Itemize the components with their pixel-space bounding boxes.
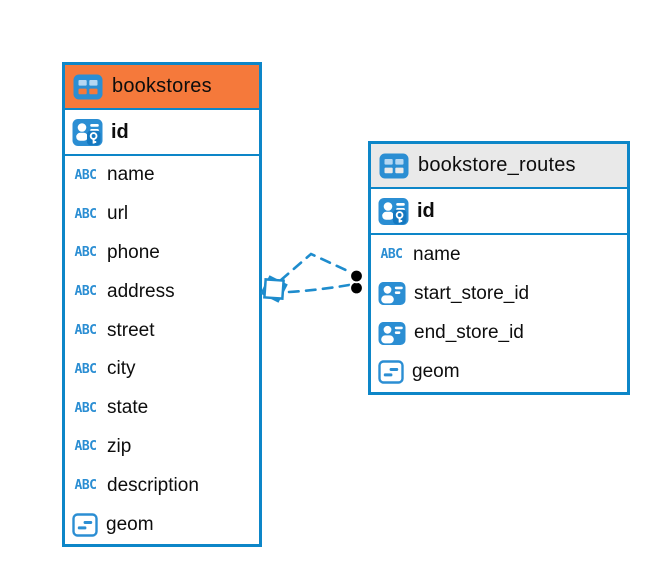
text-type-icon: ABC [74,439,97,455]
field-row[interactable]: start_store_id [371,274,627,313]
field-name: geom [412,361,460,383]
relationship-link[interactable] [287,283,351,294]
field-name: id [111,120,129,143]
table-title: bookstore_routes [418,154,576,176]
table-bookstore-routes[interactable]: bookstore_routes id ABC [368,141,630,395]
field-name: id [417,199,435,222]
field-row[interactable]: ABC zip [65,428,259,467]
primary-key-row[interactable]: id [65,110,259,156]
table-grid-icon [73,74,103,100]
field-row[interactable]: ABC phone [65,234,259,273]
field-name: street [107,319,155,341]
table-body: ABC name start_store_id [371,235,627,392]
field-row[interactable]: ABC street [65,311,259,350]
table-bookstores[interactable]: bookstores id ABC [62,62,262,547]
field-row[interactable]: geom [65,505,259,544]
field-row[interactable]: ABC description [65,466,259,505]
field-name: address [107,280,175,302]
field-row[interactable]: ABC name [65,156,259,195]
field-row[interactable]: end_store_id [371,314,627,353]
field-name: start_store_id [414,282,530,304]
field-name: zip [107,435,132,457]
relationship-dot-markers[interactable] [349,268,364,296]
primary-key-row[interactable]: id [371,189,627,235]
text-type-icon: ABC [74,284,97,300]
field-name: phone [107,241,160,263]
text-type-icon: ABC [74,323,97,339]
field-row[interactable]: ABC url [65,195,259,234]
field-row[interactable]: ABC name [371,235,627,274]
text-type-icon: ABC [74,400,97,416]
text-type-icon: ABC [74,167,97,183]
user-card-icon [378,321,406,346]
field-name: city [107,358,136,380]
text-type-icon: ABC [74,206,97,222]
field-row[interactable]: ABC city [65,350,259,389]
field-name: url [107,203,129,225]
user-key-icon [72,118,103,147]
relationship-link[interactable] [279,252,352,282]
user-card-icon [378,281,406,306]
text-type-icon: ABC [74,478,97,494]
field-name: state [107,397,149,419]
table-title: bookstores [112,75,212,97]
field-name: end_store_id [414,322,524,344]
geometry-icon [72,512,98,537]
relationship-diamond-marker[interactable] [260,275,288,303]
table-header-bookstores[interactable]: bookstores [65,65,259,110]
field-name: description [107,474,199,496]
text-type-icon: ABC [380,247,403,263]
user-key-icon [378,197,409,226]
field-row[interactable]: ABC address [65,272,259,311]
field-row[interactable]: geom [371,353,627,392]
field-row[interactable]: ABC state [65,389,259,428]
text-type-icon: ABC [74,361,97,377]
field-name: name [107,164,155,186]
geometry-icon [378,360,404,385]
table-header-bookstore-routes[interactable]: bookstore_routes [371,144,627,189]
field-name: name [413,243,461,265]
text-type-icon: ABC [74,245,97,261]
table-body: ABC name ABC url ABC phone ABC address A… [65,156,259,544]
field-name: geom [106,513,154,535]
table-grid-icon [379,153,409,179]
